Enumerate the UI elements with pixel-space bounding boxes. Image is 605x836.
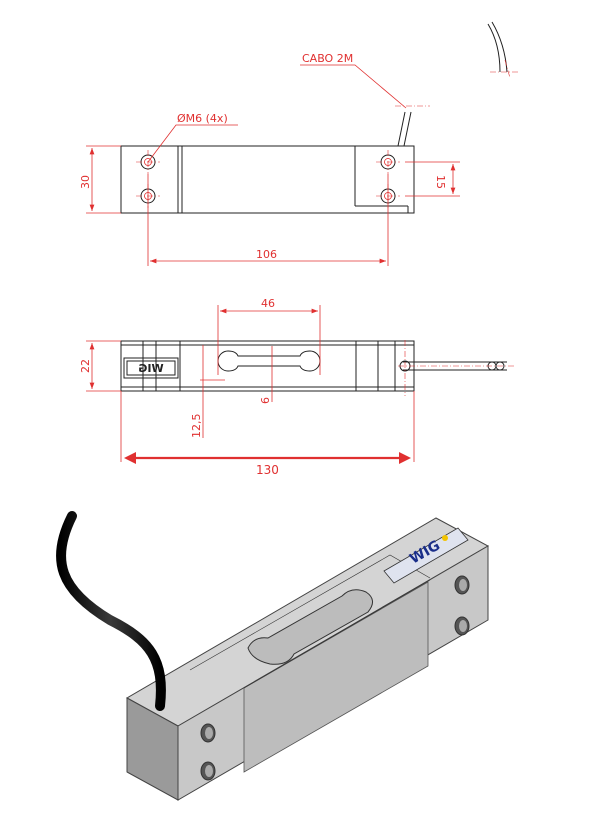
iso-hole xyxy=(454,575,470,595)
isometric-view: WIG xyxy=(55,511,490,801)
cable-detail xyxy=(487,21,520,79)
dim-total-length: 130 xyxy=(256,463,279,477)
dim-slot-height: 6 xyxy=(259,397,272,404)
iso-hole xyxy=(200,761,216,781)
iso-hole xyxy=(200,723,216,743)
dim-height-top: 30 xyxy=(79,175,92,189)
side-view: WIG xyxy=(86,305,515,464)
top-view xyxy=(86,64,460,266)
iso-hole xyxy=(454,616,470,636)
svg-text:WIG: WIG xyxy=(138,362,163,375)
wig-logo-side: WIG xyxy=(126,360,176,376)
dim-hole-spacing: 15 xyxy=(434,175,447,189)
cable-label: CABO 2M xyxy=(302,52,353,65)
dim-slot-offset: 12,5 xyxy=(190,414,203,439)
mount-hole xyxy=(376,150,400,174)
hole-label: ØM6 (4x) xyxy=(177,112,228,125)
dim-slot-length: 46 xyxy=(261,297,275,310)
dim-hole-distance: 106 xyxy=(256,248,277,261)
dim-height-side: 22 xyxy=(79,359,92,373)
